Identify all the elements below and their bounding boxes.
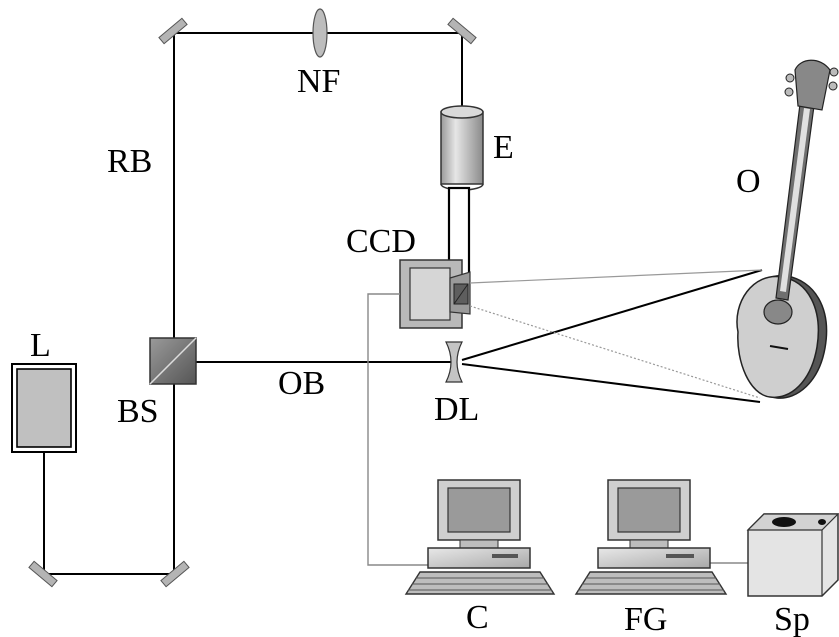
label-dl: DL	[434, 391, 479, 428]
label-o: O	[736, 163, 761, 200]
label-c: C	[466, 599, 489, 636]
cables	[367, 293, 748, 566]
laser	[11, 363, 77, 453]
diverging-lens	[445, 341, 463, 383]
mirror-top-left	[158, 17, 188, 45]
label-e: E	[493, 129, 514, 166]
neutral-filter-lens	[312, 8, 328, 58]
label-bs: BS	[117, 393, 159, 430]
label-nf: NF	[297, 63, 340, 100]
laser-beam	[43, 450, 174, 575]
imaging-rays	[469, 269, 763, 399]
illumination-rays	[461, 269, 763, 403]
label-fg: FG	[624, 601, 667, 637]
mirror-bottom-left	[28, 560, 58, 588]
label-l: L	[30, 327, 51, 364]
beam-splitter	[149, 337, 197, 385]
mandolin-object	[736, 59, 839, 399]
label-rb: RB	[107, 143, 152, 180]
function-generator-fg	[574, 479, 728, 595]
label-ccd: CCD	[346, 223, 416, 260]
speaker-sp	[746, 513, 839, 597]
ccd-camera	[399, 259, 471, 329]
computer-c	[404, 479, 556, 595]
label-ob: OB	[278, 365, 325, 402]
mirror-bottom-right	[160, 560, 190, 588]
mirror-top-right	[447, 17, 477, 45]
beam-expander	[440, 105, 484, 191]
label-sp: Sp	[774, 601, 810, 637]
